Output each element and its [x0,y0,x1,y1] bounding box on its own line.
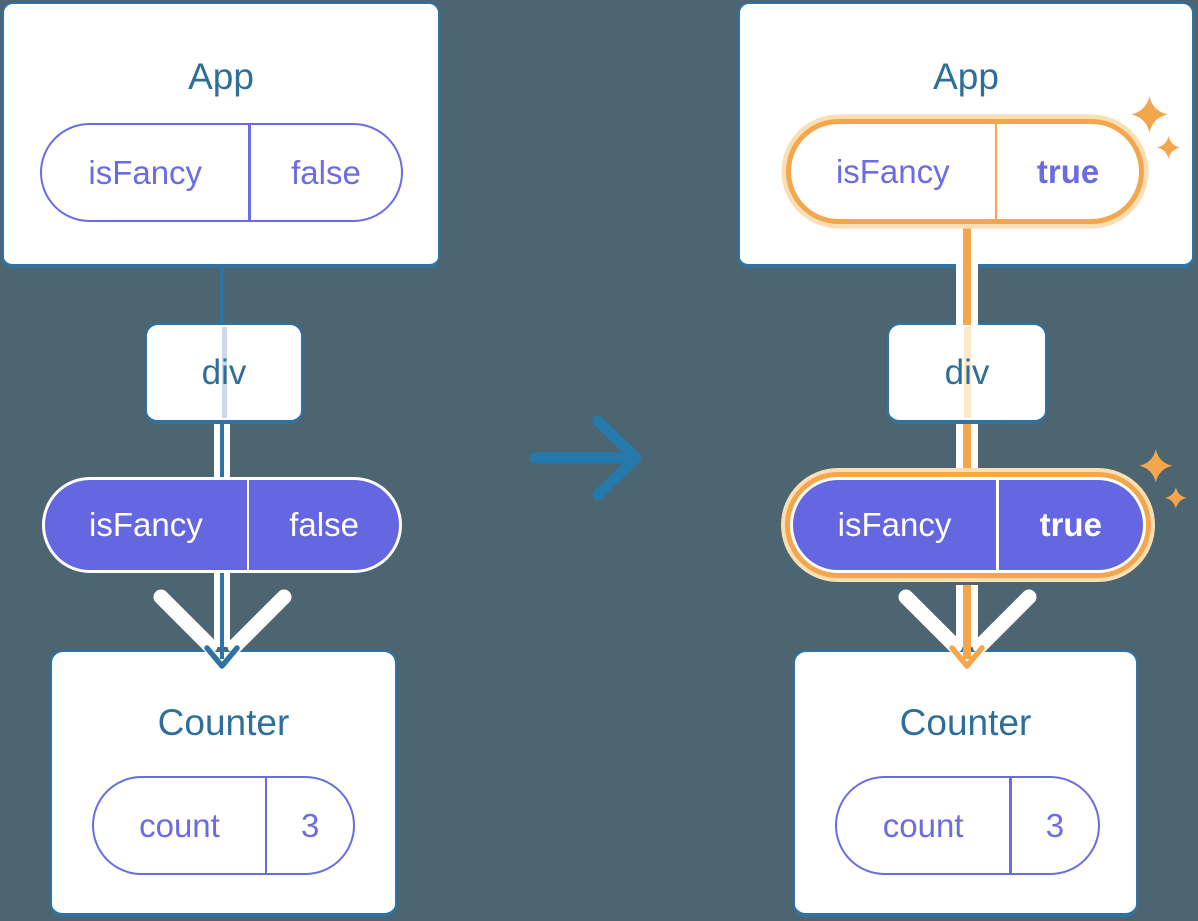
pill-divider [1009,778,1012,873]
left-app-title: App [188,56,254,97]
sparkles-icon [1131,96,1181,160]
left-app-prop-pill: isFancy false [40,123,403,222]
left-div-pass-through-line [221,327,227,418]
right-pill-to-counter-flow-line [956,585,978,647]
right-app-title: App [933,56,999,97]
right-counter-state-pill: count 3 [835,776,1100,875]
prop-value: false [289,506,359,543]
left-div-label: div [201,352,247,392]
arrow-down-icon [949,645,985,669]
pill-divider [264,778,268,873]
prop-name: isFancy [88,153,203,191]
left-counter-title: Counter [157,702,290,743]
prop-name: isFancy [835,152,950,190]
prop-name: isFancy [89,506,203,543]
prop-value: true [1039,506,1102,543]
right-div-label: div [944,352,990,392]
pill-divider [248,125,251,220]
left-counter-state-pill: count 3 [92,776,355,875]
arrow-down-icon [204,645,240,669]
pill-divider [994,124,998,219]
right-counter-title: Counter [899,702,1032,743]
left-counter-card: Counter count 3 [50,650,397,917]
state-value: 3 [1045,806,1065,844]
pill-divider [246,480,250,570]
chevron-down-icon [153,589,292,654]
left-app-to-div-edge [220,266,224,324]
prop-value: false [291,153,361,191]
right-counter-card: Counter count 3 [793,650,1138,917]
sparkles-icon [1139,449,1187,509]
state-name: count [139,806,220,844]
prop-name: isFancy [837,506,952,543]
pill-divider [996,480,999,570]
prop-value: true [1036,152,1100,190]
state-name: count [882,806,964,844]
left-flow-prop-pill: isFancy false [42,477,402,573]
right-div-to-pill-flow-line [956,424,978,468]
right-arrow-icon [529,415,642,501]
right-div-card: div [887,323,1047,424]
left-div-to-pill-flow-line [214,424,230,478]
left-flow-tail [220,645,224,659]
right-div-pass-through-line [963,327,971,418]
right-app-prop-pill: isFancy true [786,119,1144,224]
chevron-down-icon [898,589,1037,654]
left-div-card: div [145,323,303,424]
right-app-to-div-flow-line [956,221,978,325]
left-pill-to-counter-flow-line [214,573,230,647]
right-flow-tail [963,645,971,659]
right-flow-prop-pill: isFancy true [790,477,1146,573]
state-value: 3 [301,806,320,844]
